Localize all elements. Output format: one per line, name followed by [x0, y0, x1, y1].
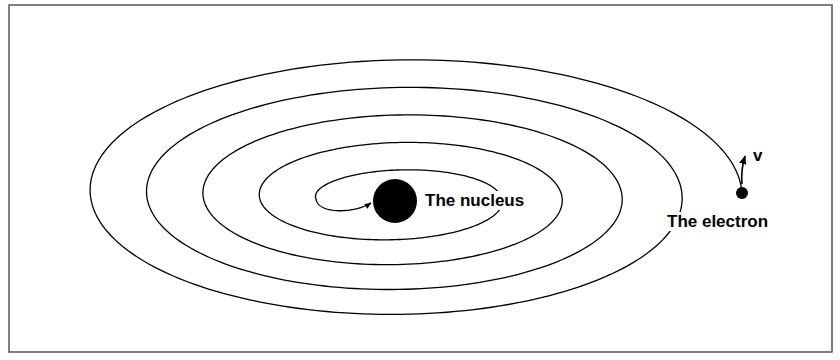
electron-spiral-path [90, 60, 742, 315]
part-label: The electron [665, 212, 770, 231]
velocity-arrow [742, 156, 745, 184]
nucleus-circle [373, 179, 417, 223]
frame [9, 5, 832, 352]
electron-dot [736, 187, 748, 199]
part-label: The nucleus [423, 191, 526, 210]
velocity-label: v [751, 146, 764, 165]
